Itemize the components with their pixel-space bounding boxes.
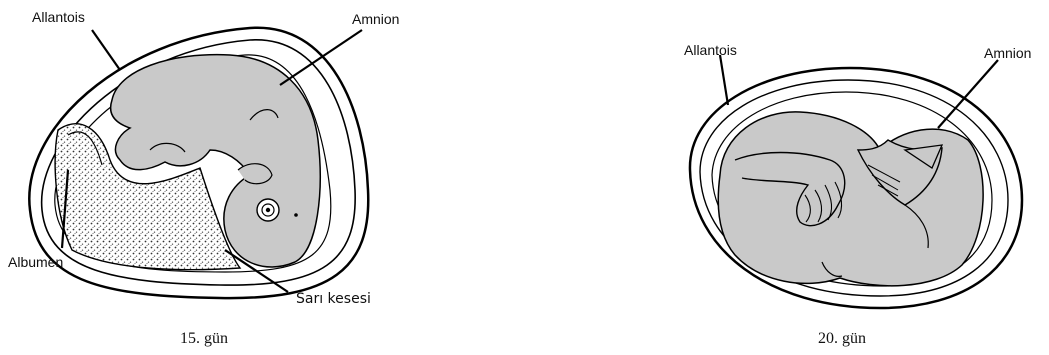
- leader-allantois-15: [92, 30, 120, 70]
- label-allantois-20: Allantois: [684, 42, 737, 58]
- chick-day-20: [718, 112, 983, 286]
- label-amnion-20: Amnion: [984, 45, 1031, 61]
- label-albumen: Albumen: [8, 254, 63, 270]
- egg-day-15: Allantois Amnion Albumen Sarı kesesi: [8, 9, 399, 307]
- embryo-nostril: [294, 213, 298, 217]
- embryo-pupil: [266, 208, 270, 212]
- label-yolk-sac: Sarı kesesi: [296, 291, 371, 307]
- label-allantois-15: Allantois: [32, 9, 85, 25]
- caption-day-15: 15. gün: [180, 330, 228, 348]
- egg-day-20: Allantois Amnion: [684, 42, 1031, 308]
- caption-day-20: 20. gün: [818, 330, 866, 348]
- label-amnion-15: Amnion: [352, 11, 399, 27]
- leader-allantois-20: [720, 55, 728, 105]
